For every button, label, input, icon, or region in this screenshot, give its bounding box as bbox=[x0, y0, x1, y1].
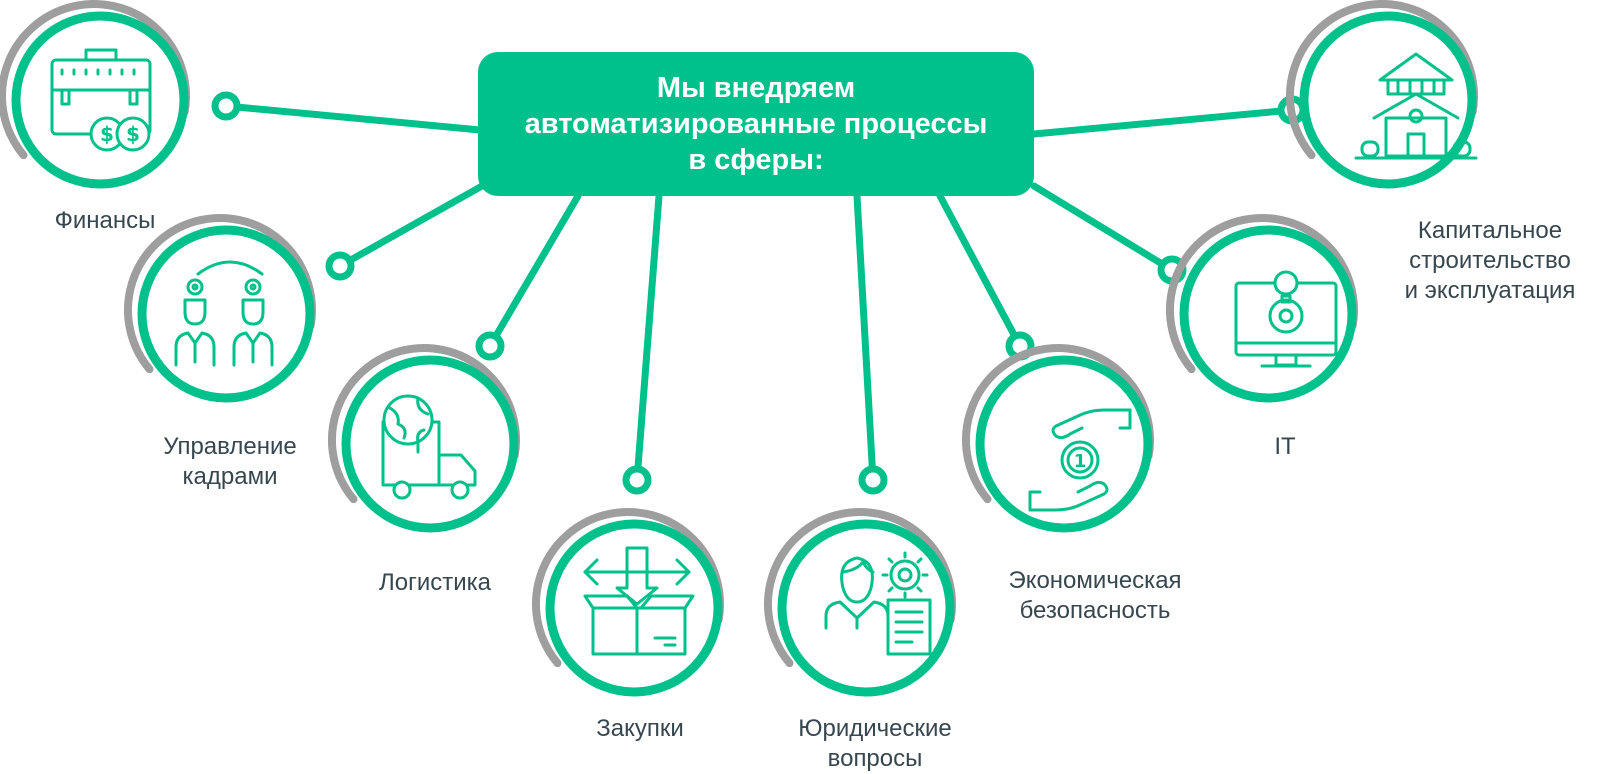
house-building-icon bbox=[1354, 52, 1478, 160]
node-hr bbox=[325, 251, 355, 281]
area-ring-construction bbox=[1286, 0, 1478, 189]
label-hr: Управление кадрами bbox=[163, 433, 297, 490]
monitor-bulb-gear-icon bbox=[1234, 270, 1338, 368]
ring-green-circle bbox=[1179, 225, 1357, 403]
svg-text:$: $ bbox=[100, 122, 114, 146]
ring-green-circle bbox=[341, 355, 519, 533]
connector-logistics bbox=[486, 192, 582, 350]
label-logistics: Логистика bbox=[378, 569, 492, 596]
lawyer-document-icon bbox=[824, 551, 932, 656]
node-finance bbox=[211, 91, 241, 121]
ring-green-circle bbox=[1299, 11, 1477, 189]
svg-text:$: $ bbox=[126, 122, 140, 146]
label-legal: Юридические вопросы bbox=[798, 715, 952, 772]
center-title-line-1: Мы внедряем bbox=[656, 72, 856, 104]
briefcase-money-icon: $ $ bbox=[50, 48, 152, 152]
connector-construction bbox=[1030, 106, 1296, 138]
node-procurement bbox=[622, 465, 652, 495]
area-ring-procurement bbox=[532, 508, 724, 697]
label-construction: Капитальное строительство и эксплуатация bbox=[1404, 217, 1576, 304]
node-legal bbox=[858, 465, 888, 495]
connector-security bbox=[936, 192, 1024, 350]
connector-hr bbox=[336, 182, 486, 270]
hands-coin-icon: 1 bbox=[1028, 408, 1132, 512]
center-title-line-2: автоматизированные процессы bbox=[524, 108, 988, 140]
label-procurement: Закупки bbox=[596, 715, 684, 742]
connector-it bbox=[1030, 182, 1176, 274]
label-finance: Финансы bbox=[54, 207, 156, 234]
ring-green-circle bbox=[137, 225, 315, 403]
connector-finance bbox=[222, 102, 484, 134]
area-ring-finance bbox=[0, 0, 190, 189]
box-arrows-icon bbox=[583, 546, 695, 656]
center-title-box: Мы внедряем автоматизированные процессы … bbox=[478, 52, 1034, 196]
center-title-line-3: в сферы: bbox=[688, 144, 824, 176]
delivery-truck-globe-icon bbox=[381, 394, 477, 500]
connectors bbox=[222, 102, 1296, 484]
area-ring-hr bbox=[124, 214, 316, 403]
label-security: Экономическая безопасность bbox=[1008, 567, 1182, 624]
ring-green-circle bbox=[975, 355, 1153, 533]
area-ring-it bbox=[1166, 214, 1358, 403]
managers-gears-icon bbox=[174, 260, 274, 367]
connector-procurement bbox=[633, 192, 663, 484]
svg-text:1: 1 bbox=[1074, 451, 1087, 472]
node-logistics bbox=[475, 331, 505, 361]
label-it: IT bbox=[1274, 433, 1296, 460]
ring-green-circle bbox=[11, 11, 189, 189]
connector-legal bbox=[853, 192, 877, 484]
